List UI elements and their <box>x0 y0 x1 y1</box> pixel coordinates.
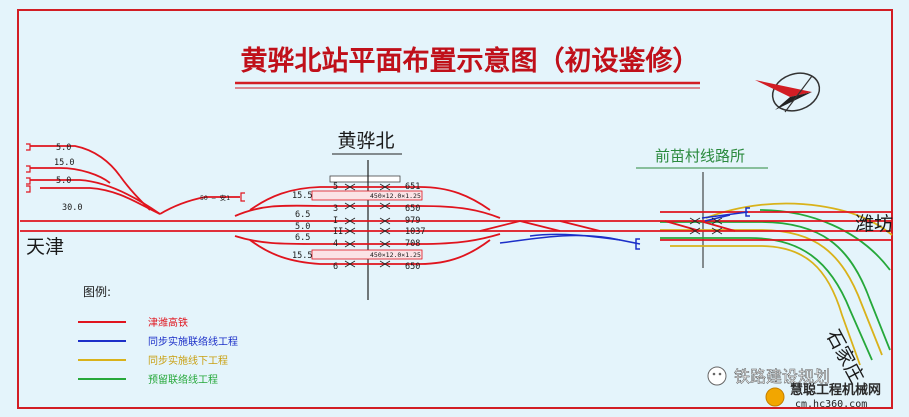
mid-dist-4: 6.5 <box>295 233 310 243</box>
platform-label-north: 450×12.0×1.25 <box>370 192 421 200</box>
north-arrow-icon <box>755 72 821 113</box>
track-len-I: 979 <box>405 216 420 226</box>
track-no-II: II <box>333 227 343 237</box>
junction-name: 前苗村线路所 <box>655 147 745 165</box>
track-end-markers <box>26 143 245 202</box>
brand-watermark: 慧聪工程机械网 cm.hc360.com <box>765 382 881 410</box>
mid-dist-3: 5.0 <box>295 222 310 232</box>
dist-label-2: 15.0 <box>54 158 74 168</box>
dist-label-4: 30.0 <box>62 203 82 213</box>
dest-west: 天津 <box>26 236 64 258</box>
brand-watermark-text: 慧聪工程机械网 <box>790 382 881 398</box>
track-no-4: 4 <box>333 239 338 249</box>
legend-item-3: 同步实施线下工程 <box>78 354 228 367</box>
mid-dist-5: 15.5 <box>292 251 312 261</box>
station-name: 黄骅北 <box>337 130 394 152</box>
track-len-II: 1037 <box>405 227 425 237</box>
track-len-4: 708 <box>405 239 420 249</box>
legend-label-4: 预留联络线工程 <box>148 373 218 386</box>
mainline-tracks <box>20 145 892 265</box>
legend-label-1: 津潍高铁 <box>148 316 188 329</box>
track-no-5: 5 <box>333 182 338 192</box>
wechat-watermark-text: 铁路建设规划 <box>734 367 830 386</box>
buffer-stops-blue <box>635 207 750 250</box>
sync-link-lines <box>499 211 749 245</box>
legend-item-1: 津潍高铁 <box>78 316 188 329</box>
mid-dist-1: 15.5 <box>292 191 312 201</box>
track-no-6: 6 <box>333 262 338 272</box>
platform-label-south: 450×12.0×1.25 <box>370 251 421 259</box>
wechat-watermark: 铁路建设规划 <box>707 366 830 386</box>
brand-watermark-url: cm.hc360.com <box>795 399 867 410</box>
outer-frame <box>17 9 893 409</box>
dest-east: 潍坊 <box>855 213 893 235</box>
legend-item-2: 同步实施联络线工程 <box>78 335 238 348</box>
track-no-I: I <box>333 216 338 226</box>
legend-title: 图例: <box>83 285 111 299</box>
legend-label-2: 同步实施联络线工程 <box>148 335 238 348</box>
mid-dist-2: 6.5 <box>295 210 310 220</box>
track-len-6: 650 <box>405 262 420 272</box>
dist-label-3: 5.0 <box>56 176 71 186</box>
track-len-5: 651 <box>405 182 420 192</box>
dist-label-1: 5.0 <box>56 143 71 153</box>
track-no-3: 3 <box>333 204 338 214</box>
switch-marks <box>344 183 723 268</box>
diagram-title: 黄骅北站平面布置示意图（初设鉴修） <box>241 45 700 77</box>
legend-label-3: 同步实施线下工程 <box>148 354 228 367</box>
signal-label: 50 — 安1 <box>200 193 230 202</box>
station-building <box>329 175 401 183</box>
track-len-3: 650 <box>405 204 420 214</box>
platforms <box>311 190 423 260</box>
legend-item-4: 预留联络线工程 <box>78 373 218 386</box>
